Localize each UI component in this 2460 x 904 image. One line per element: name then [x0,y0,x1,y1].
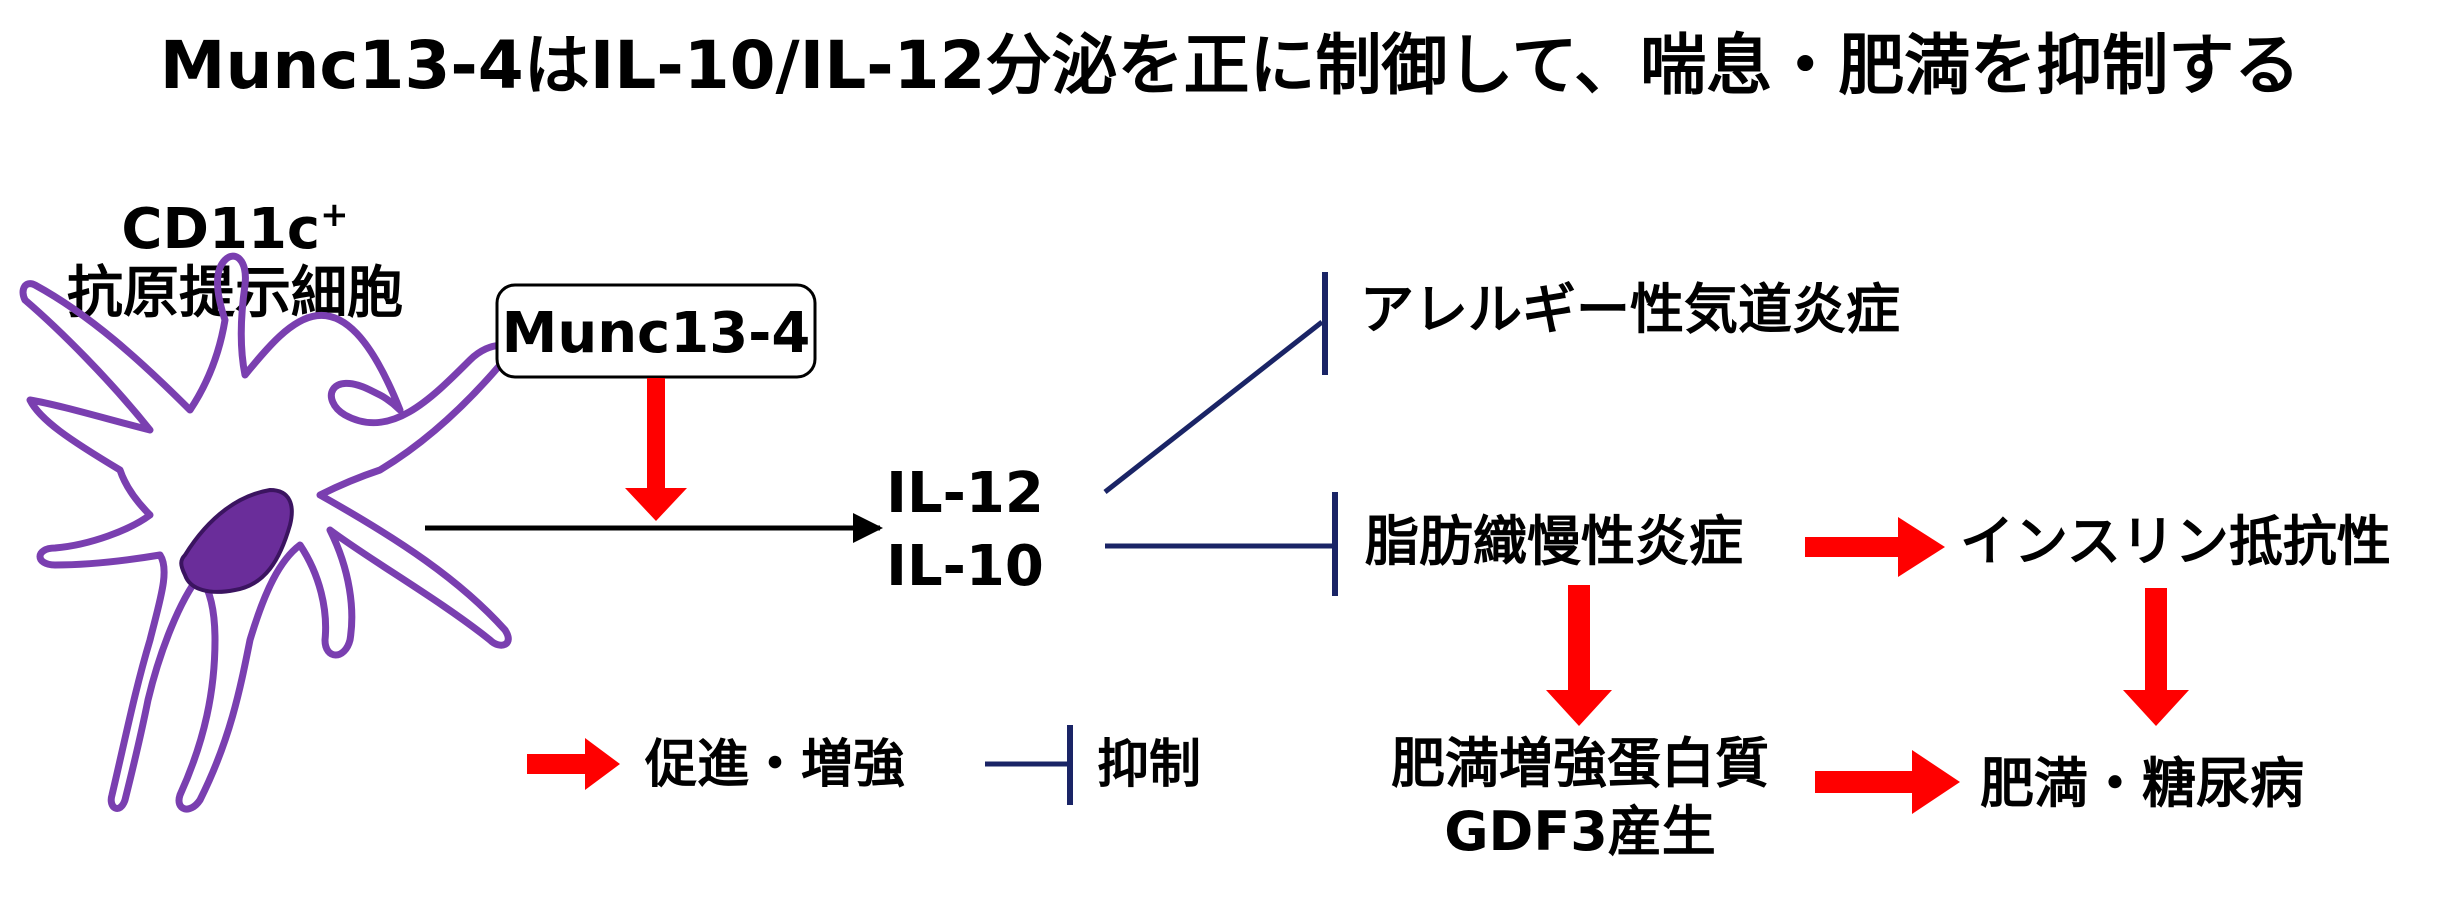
page-title: Munc13-4はIL-10/IL-12分泌を正に制御して、喘息・肥満を抑制する [160,27,2300,104]
cell-label-superscript: + [320,195,349,235]
cell-outline [19,252,512,813]
legend-promote-label: 促進・増強 [644,735,905,795]
obesity-diabetes-label: 肥満・糖尿病 [1980,752,2304,815]
promote-arrow-insulin-obesity [2123,588,2189,726]
cell-nucleus [179,487,294,594]
munc13-4-label: Munc13-4 [502,301,811,366]
legend: 促進・増強 抑制 [527,725,1201,805]
legend-promote-arrow-icon [527,738,620,790]
cell-label-type: 抗原提示細胞 [67,261,403,326]
legend-inhibit-icon [985,725,1073,805]
gdf3-label-line1: 肥満増強蛋白質 [1391,732,1769,795]
allergy-label: アレルギー性気道炎症 [1360,278,1900,341]
promote-arrow-adipose-gdf3 [1546,585,1612,726]
inhibit-arrow-adipose [1105,492,1338,596]
promote-arrow-munc [625,378,687,521]
il12-label: IL-12 [886,461,1044,526]
insulin-resistance-label: インスリン抵抗性 [1960,510,2391,573]
il10-label: IL-10 [886,534,1044,599]
inhibit-arrow-allergy [1103,272,1328,494]
promote-arrow-gdf3-obesity [1815,750,1960,814]
promote-arrow-adipose-insulin [1805,517,1945,577]
cell-label: CD11c+ [121,195,348,262]
gdf3-label-line2: GDF3産生 [1444,800,1716,863]
adipose-inflammation-label: 脂肪織慢性炎症 [1365,510,1743,573]
munc13-4-box [495,283,817,379]
dendritic-cell-icon [19,252,512,813]
legend-inhibit-label: 抑制 [1097,735,1201,795]
cell-label-main: CD11c [121,197,320,262]
